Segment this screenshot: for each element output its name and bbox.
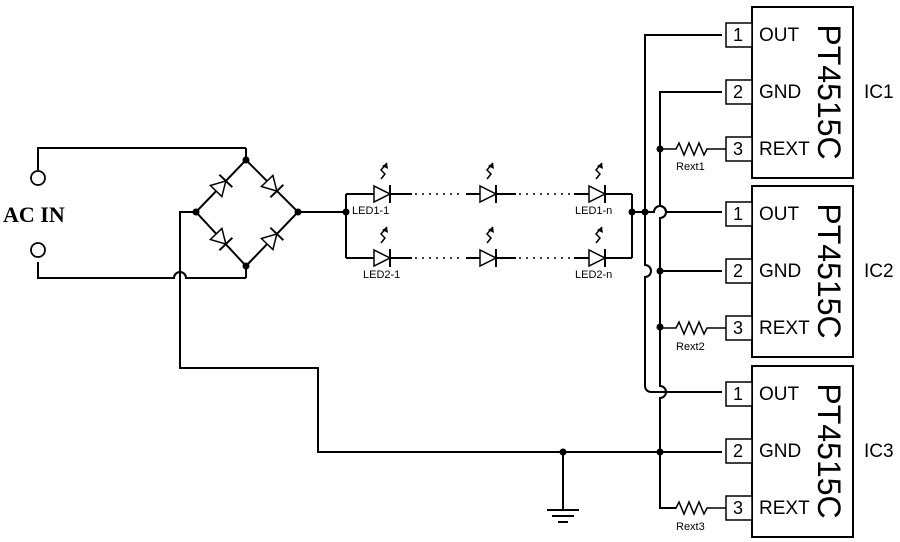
ic1-resistor-label: Rext1 <box>676 161 705 173</box>
ic-block-2: Rext2 OUT GND REXT 1 2 3 PT4515C IC2 <box>660 185 894 358</box>
ic3-pin2-box <box>725 438 753 464</box>
ac-terminal-top <box>30 170 46 186</box>
bridge-node-top <box>242 156 250 164</box>
ic3-pin2-num: 2 <box>733 441 743 461</box>
ic1-rext-resistor <box>660 141 726 157</box>
ic3-pin3-label: REXT <box>759 498 810 519</box>
driver-ics: Rext1 OUT GND REXT 1 2 3 PT4515C IC1 Rex… <box>660 6 894 538</box>
ic2-resistor-label: Rext2 <box>676 341 705 353</box>
ic1-pin3-num: 3 <box>733 139 743 159</box>
ic3-pin3-num: 3 <box>733 498 743 518</box>
ac-input: AC IN <box>3 147 246 279</box>
ic2-pin3-num: 3 <box>733 318 743 338</box>
ic3-pin1-num: 1 <box>733 384 743 404</box>
led-2-1 <box>373 226 392 268</box>
led2-first-label: LED2-1 <box>363 269 400 281</box>
ic-block-3: Rext3 OUT GND REXT 1 2 3 PT4515C IC3 <box>660 365 894 538</box>
led-2-3 <box>588 226 607 268</box>
ac-input-wire-bottom <box>37 262 246 279</box>
ic1-pin1-box <box>725 22 753 48</box>
rext-bus-gnd-links <box>660 270 722 453</box>
ic1-body <box>751 6 854 179</box>
ic3-pin1-box <box>725 381 753 407</box>
led-1-3 <box>588 162 607 204</box>
ic1-pin2-label: GND <box>759 82 801 103</box>
ic2-pin3-label: REXT <box>759 318 810 339</box>
ic2-name: IC2 <box>864 261 894 282</box>
bridge-diode-1 <box>208 173 234 199</box>
out-bus-wire <box>644 34 722 393</box>
ic3-pin3-box <box>725 495 753 521</box>
bridge-outline <box>194 148 300 278</box>
ic2-pin2-num: 2 <box>733 261 743 281</box>
bridge-diode-4 <box>259 226 285 252</box>
rext-node-4 <box>656 448 664 456</box>
bridge-diode-3 <box>208 226 234 252</box>
ic1-pin2-box <box>725 79 753 105</box>
ic2-part-number: PT4515C <box>811 203 847 338</box>
rext-node-3 <box>656 323 664 331</box>
bridge-node-bottom <box>242 262 250 270</box>
ic2-rext-resistor <box>660 320 726 336</box>
ic3-part-number: PT4515C <box>811 383 847 518</box>
ic3-body <box>751 365 854 538</box>
ic2-pin1-label: OUT <box>759 204 800 225</box>
led-cathode-node <box>628 208 636 216</box>
ic2-pin2-box <box>725 258 753 284</box>
ic1-pin2-num: 2 <box>733 82 743 102</box>
ic2-pin2-label: GND <box>759 261 801 282</box>
ic1-pin3-label: REXT <box>759 139 810 160</box>
led-string-2: LED2-1 LED2-n <box>346 226 632 281</box>
rext-node-2 <box>656 267 664 275</box>
led-2-2 <box>479 226 498 268</box>
led2-last-label: LED2-n <box>575 269 612 281</box>
led-1-2 <box>479 162 498 204</box>
ic3-pin1-label: OUT <box>759 384 800 405</box>
ic3-pin2-label: GND <box>759 441 801 462</box>
ic2-pin1-box <box>725 201 753 227</box>
ic-block-1: Rext1 OUT GND REXT 1 2 3 PT4515C IC1 <box>660 6 894 179</box>
ic3-resistor-label: Rext3 <box>676 521 705 533</box>
ic1-pin1-label: OUT <box>759 25 800 46</box>
ic3-rext-resistor <box>660 500 726 516</box>
ic1-name: IC1 <box>864 82 894 103</box>
ground-symbol <box>547 452 579 523</box>
ic1-part-number: PT4515C <box>811 24 847 159</box>
led1-first-label: LED1-1 <box>352 205 389 217</box>
ac-input-wire-top <box>37 147 246 170</box>
led-string-1: LED1-1 LED1-n <box>346 162 632 217</box>
ic2-body <box>751 185 854 358</box>
led-1-1 <box>373 162 392 204</box>
ac-terminal-bottom <box>30 242 46 258</box>
bridge-rectifier <box>192 148 302 278</box>
ic2-pin3-box <box>725 315 753 341</box>
led1-last-label: LED1-n <box>575 205 612 217</box>
ic1-pin1-num: 1 <box>733 25 743 45</box>
negative-rail-wire <box>179 211 722 453</box>
ac-in-label: AC IN <box>3 202 65 227</box>
ic2-pin1-num: 1 <box>733 204 743 224</box>
bridge-diode-2 <box>259 173 285 199</box>
led-strings: LED1-1 LED1-n LED2-1 LED2-n <box>346 162 632 281</box>
rext-bus-wire <box>659 91 722 509</box>
ic3-name: IC3 <box>864 441 894 462</box>
